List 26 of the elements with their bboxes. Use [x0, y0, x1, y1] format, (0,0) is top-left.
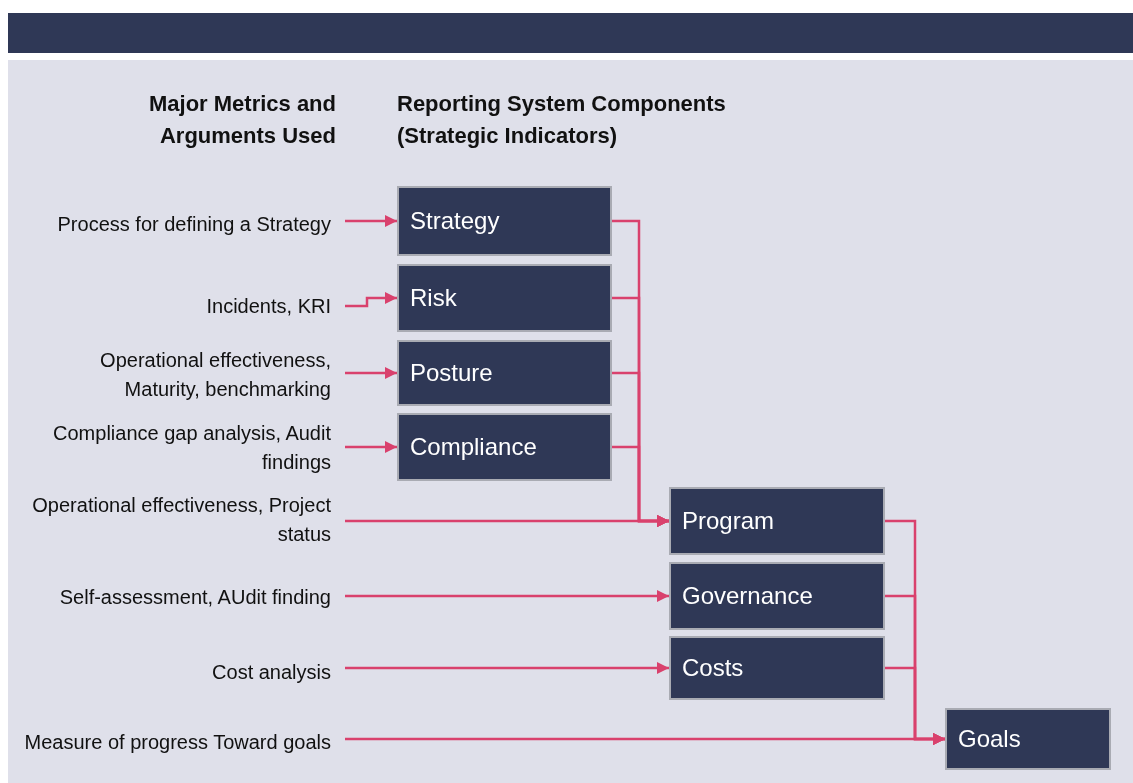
- metric-text: Process for defining a Strategy: [20, 194, 345, 254]
- indicator-box: Compliance: [397, 413, 612, 481]
- arrow: [345, 291, 397, 308]
- metric-text: Compliance gap analysis, Audit findings: [20, 418, 345, 478]
- indicator-box: Risk: [397, 264, 612, 332]
- arrow: [345, 214, 397, 228]
- metric-text: Incidents, KRI: [20, 288, 345, 324]
- column-heading: Major Metrics and Arguments Used: [147, 90, 336, 150]
- arrow: [345, 661, 669, 675]
- metric-text: Cost analysis: [20, 654, 345, 690]
- metric-text: Measure of progress Toward goals: [20, 712, 345, 772]
- indicator-box: Posture: [397, 340, 612, 406]
- metric-text: Operational effectiveness, Project status: [20, 490, 345, 550]
- metric-text: Self-assessment, AUdit finding: [20, 567, 345, 627]
- indicator-box: Program: [669, 487, 885, 555]
- arrow: [612, 445, 669, 528]
- indicator-box: Costs: [669, 636, 885, 700]
- column-heading: Reporting System Components (Strategic Indicators): [397, 90, 727, 150]
- arrow: [885, 666, 945, 746]
- indicator-box: Goals: [945, 708, 1111, 770]
- arrow: [345, 440, 397, 454]
- metric-text: Operational effectiveness, Maturity, benchmarking: [20, 344, 345, 406]
- arrow: [345, 366, 397, 380]
- indicator-box: Governance: [669, 562, 885, 630]
- arrow: [345, 589, 669, 603]
- indicator-box: Strategy: [397, 186, 612, 256]
